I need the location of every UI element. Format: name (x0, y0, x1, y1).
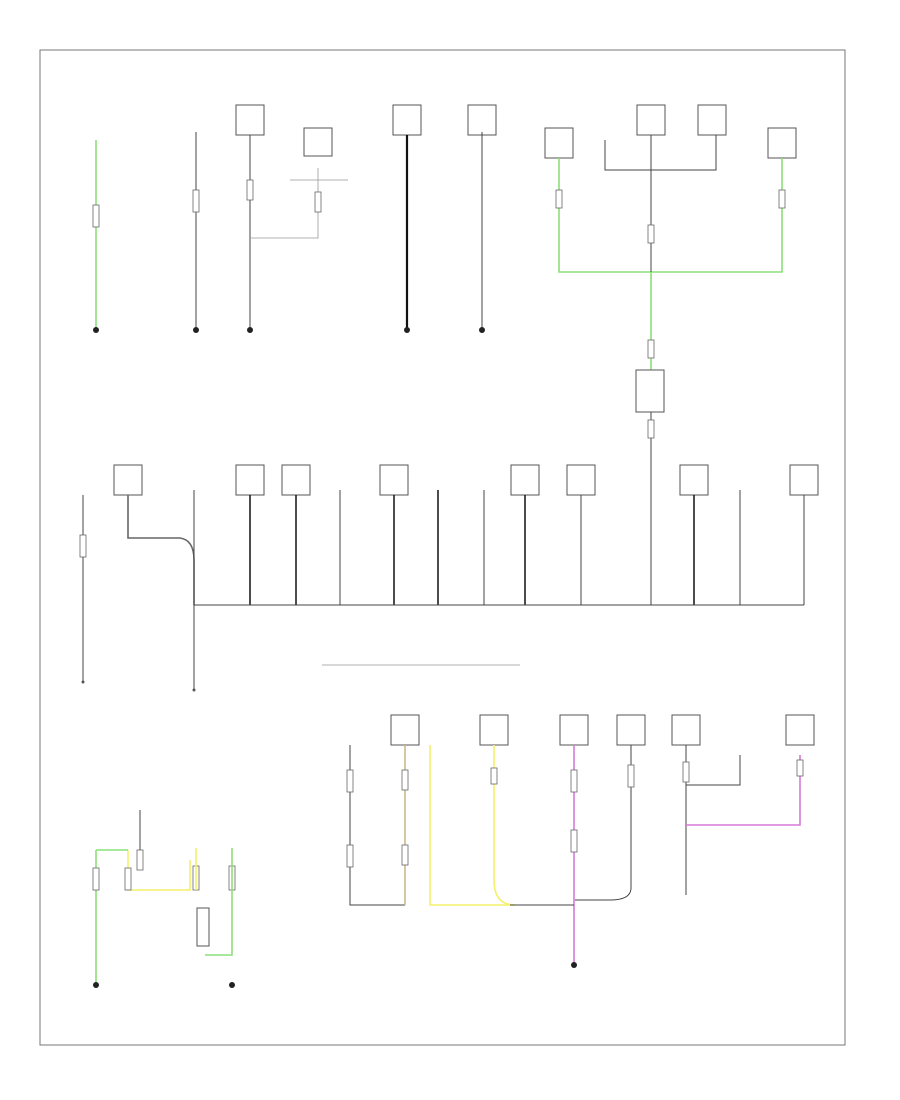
circuit-right-cluster (544, 104, 797, 605)
top-section (92, 104, 797, 605)
diagram-frame (39, 49, 846, 1046)
circuit-col-2 (192, 132, 200, 333)
circuit-col-4 (392, 104, 422, 333)
middle-components (113, 464, 819, 496)
circuit-col-5 (467, 104, 497, 333)
circuit-col-1 (92, 140, 100, 333)
middle-bus (127, 490, 805, 692)
circuit-mid-left (79, 495, 87, 684)
bottom-section (92, 664, 815, 988)
circuit-bottom-left (92, 810, 236, 988)
middle-section (79, 464, 819, 692)
ground-symbol (93, 327, 99, 333)
circuit-bottom-right (322, 664, 815, 968)
splice-block (635, 369, 665, 413)
component-box (235, 104, 265, 136)
circuit-col-3 (235, 104, 348, 333)
